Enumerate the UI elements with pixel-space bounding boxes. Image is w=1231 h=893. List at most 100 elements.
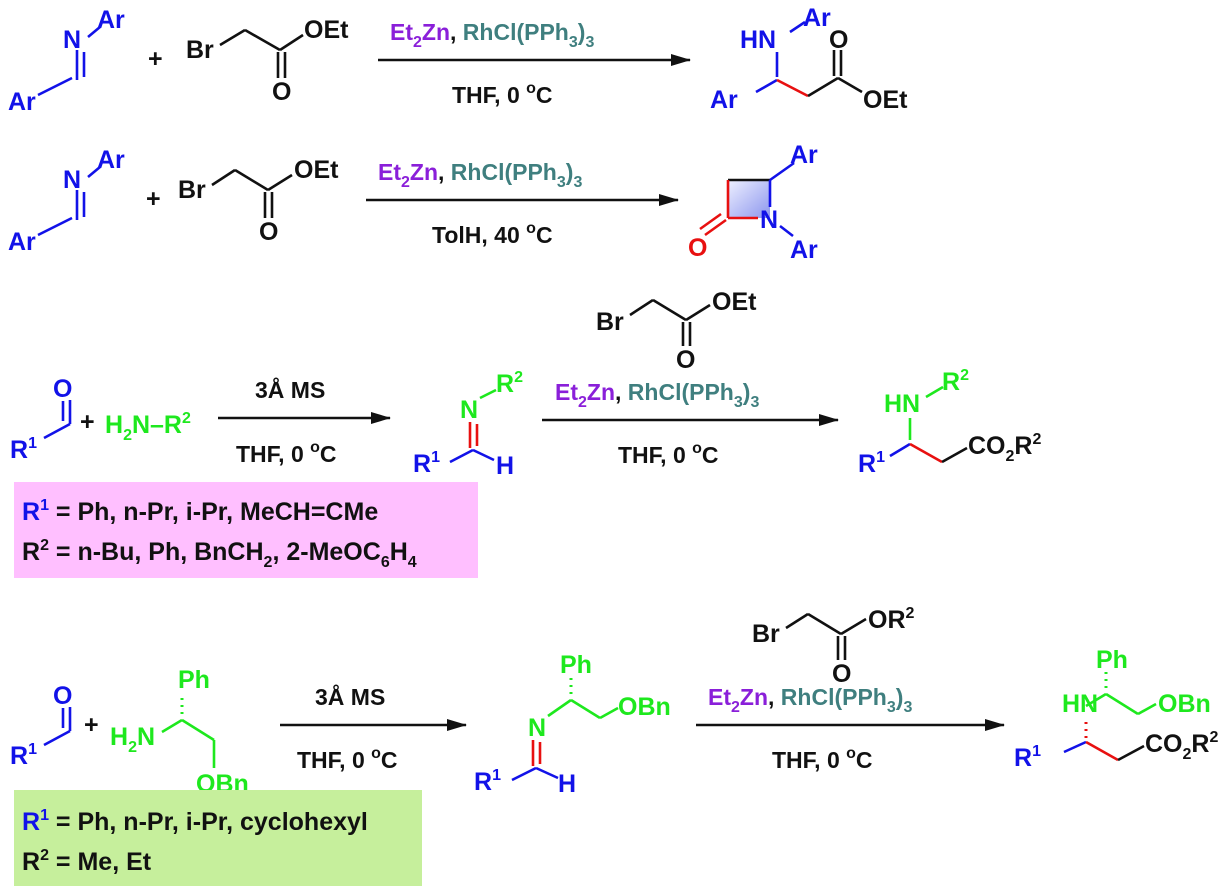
- plus-sign: +: [80, 408, 95, 436]
- r2-definition: R2 = n-Bu, Ph, BnCH2, 2-MeOC6H4: [22, 537, 417, 571]
- conditions-4a: 3Å MS THF, 0 oC: [280, 683, 467, 773]
- bromine-atom: Br: [186, 36, 214, 64]
- n-aryl-label: Ar: [803, 4, 831, 32]
- imine-nitrogen: N: [460, 396, 478, 424]
- ethyl-bromoacetate-3: Br OEt O: [596, 288, 757, 374]
- bromine-atom: Br: [596, 308, 624, 336]
- c-aryl-label: Ar: [8, 228, 36, 256]
- imine-reactant-2: N Ar Ar: [8, 146, 125, 256]
- r1-definition: R1 = Ph, n-Pr, i-Pr, MeCH=CMe: [22, 497, 378, 526]
- r2-label: R2: [942, 367, 969, 396]
- ester-group: CO2R2: [1145, 729, 1218, 763]
- ester-group: CO2R2: [968, 431, 1041, 465]
- carbonyl-oxygen: O: [272, 78, 291, 106]
- reagent-line: Et2Zn, RhCl(PPh3)3: [390, 19, 594, 51]
- reaction-3: O R1 + H2N–R2 3Å MS THF, 0 oC N R2 R1 H: [10, 288, 1041, 578]
- reaction-4: O R1 + Ph H2N OBn 3Å MS THF, 0 oC: [10, 605, 1218, 886]
- r1-label: R1: [413, 449, 440, 478]
- r1-label: R1: [474, 767, 501, 796]
- c-aryl-label: Ar: [8, 88, 36, 116]
- ethoxy-group: OEt: [294, 156, 339, 184]
- c-aryl-label: Ar: [710, 86, 738, 114]
- reagent-line: Et2Zn, RhCl(PPh3)3: [708, 684, 912, 716]
- imine-hydrogen: H: [558, 770, 576, 798]
- ethoxy-group: OEt: [304, 16, 349, 44]
- chiral-amino-alcohol: Ph H2N OBn: [110, 666, 249, 798]
- r1-definition: R1 = Ph, n-Pr, i-Pr, cyclohexyl: [22, 807, 368, 836]
- amine-nh: HN: [1062, 690, 1098, 718]
- imine-hydrogen: H: [496, 452, 514, 480]
- solvent-temperature: THF, 0 oC: [452, 80, 553, 108]
- imine-reactant-1: N Ar Ar: [8, 6, 125, 116]
- phenyl-group: Ph: [178, 666, 210, 694]
- beta-lactam-product: Ar N Ar O: [688, 141, 818, 264]
- conditions-1: Et2Zn, RhCl(PPh3)3 THF, 0 oC: [378, 19, 691, 108]
- reaction-1: N Ar Ar + Br OEt O Et2Zn, RhCl(PPh3)3 TH…: [8, 4, 908, 116]
- r1-label: R1: [858, 449, 885, 478]
- n-aryl-label: Ar: [790, 236, 818, 264]
- r2-label: R2: [496, 369, 523, 398]
- aldehyde-reactant-3: O R1: [10, 375, 72, 464]
- solvent-temperature: THF, 0 oC: [297, 745, 398, 773]
- amine-nh: HN: [740, 26, 776, 54]
- carbonyl-oxygen: O: [676, 346, 695, 374]
- r1-label: R1: [10, 741, 37, 770]
- aldehyde-oxygen: O: [53, 682, 72, 710]
- ethoxy-group: OEt: [863, 86, 908, 114]
- lactam-oxygen: O: [688, 234, 707, 262]
- conditions-2: Et2Zn, RhCl(PPh3)3 TolH, 40 oC: [366, 159, 679, 248]
- alkoxy-group: OR2: [868, 605, 915, 634]
- benzyloxy-group: OBn: [1158, 690, 1211, 718]
- chiral-amino-ester-product: Ph HN OBn R1 CO2R2: [1014, 646, 1218, 772]
- chiral-imine-intermediate: N Ph OBn R1 H: [474, 651, 671, 798]
- solvent-temperature: THF, 0 oC: [236, 439, 337, 467]
- phenyl-group: Ph: [1096, 646, 1128, 674]
- carbonyl-oxygen: O: [832, 660, 851, 688]
- molecular-sieves: 3Å MS: [315, 683, 385, 710]
- reagent-line: Et2Zn, RhCl(PPh3)3: [555, 379, 759, 411]
- aldehyde-reactant-4: O R1: [10, 682, 72, 770]
- r1-label: R1: [1014, 743, 1041, 772]
- molecular-sieves: 3Å MS: [255, 376, 325, 403]
- plus-sign: +: [84, 711, 99, 739]
- n-aryl-label: Ar: [97, 146, 125, 174]
- solvent-temperature: TolH, 40 oC: [432, 220, 553, 248]
- aldehyde-oxygen: O: [53, 375, 72, 403]
- conditions-4b: Et2Zn, RhCl(PPh3)3 THF, 0 oC: [696, 684, 1005, 773]
- ethyl-bromoacetate-1: Br OEt O: [186, 16, 349, 106]
- reagent-line: Et2Zn, RhCl(PPh3)3: [378, 159, 582, 191]
- imine-nitrogen: N: [63, 26, 81, 54]
- bromine-atom: Br: [178, 176, 206, 204]
- n-aryl-label: Ar: [97, 6, 125, 34]
- substituent-box-2: R1 = Ph, n-Pr, i-Pr, cyclohexyl R2 = Me,…: [14, 790, 422, 886]
- carbonyl-oxygen: O: [259, 218, 278, 246]
- bromine-atom: Br: [752, 620, 780, 648]
- c4-aryl-label: Ar: [790, 141, 818, 169]
- primary-amine: H2N: [110, 723, 155, 756]
- conditions-3b: Et2Zn, RhCl(PPh3)3 THF, 0 oC: [542, 379, 839, 468]
- reaction-2: N Ar Ar + Br OEt O Et2Zn, RhCl(PPh3)3 To…: [8, 141, 818, 264]
- solvent-temperature: THF, 0 oC: [772, 745, 873, 773]
- imine-intermediate-3: N R2 R1 H: [413, 369, 523, 480]
- conditions-3a: 3Å MS THF, 0 oC: [218, 376, 391, 467]
- amine-nh: HN: [884, 390, 920, 418]
- plus-sign: +: [148, 45, 163, 73]
- alkyl-bromoacetate-4: Br OR2 O: [752, 605, 915, 688]
- carbonyl-oxygen: O: [829, 26, 848, 54]
- beta-amino-ester-product-1: HN Ar Ar O OEt: [710, 4, 908, 114]
- lactam-nitrogen: N: [760, 206, 778, 234]
- phenyl-group: Ph: [560, 651, 592, 679]
- substituent-box-1: R1 = Ph, n-Pr, i-Pr, MeCH=CMe R2 = n-Bu,…: [14, 482, 478, 578]
- imine-nitrogen: N: [528, 714, 546, 742]
- benzyloxy-group: OBn: [618, 693, 671, 721]
- solvent-temperature: THF, 0 oC: [618, 440, 719, 468]
- imine-nitrogen: N: [63, 166, 81, 194]
- primary-amine: H2N–R2: [105, 410, 191, 444]
- ethoxy-group: OEt: [712, 288, 757, 316]
- ethyl-bromoacetate-2: Br OEt O: [178, 156, 339, 246]
- beta-amino-ester-product-3: HN R2 R1 CO2R2: [858, 367, 1041, 478]
- plus-sign: +: [146, 185, 161, 213]
- r2-definition: R2 = Me, Et: [22, 847, 152, 876]
- r1-label: R1: [10, 435, 37, 464]
